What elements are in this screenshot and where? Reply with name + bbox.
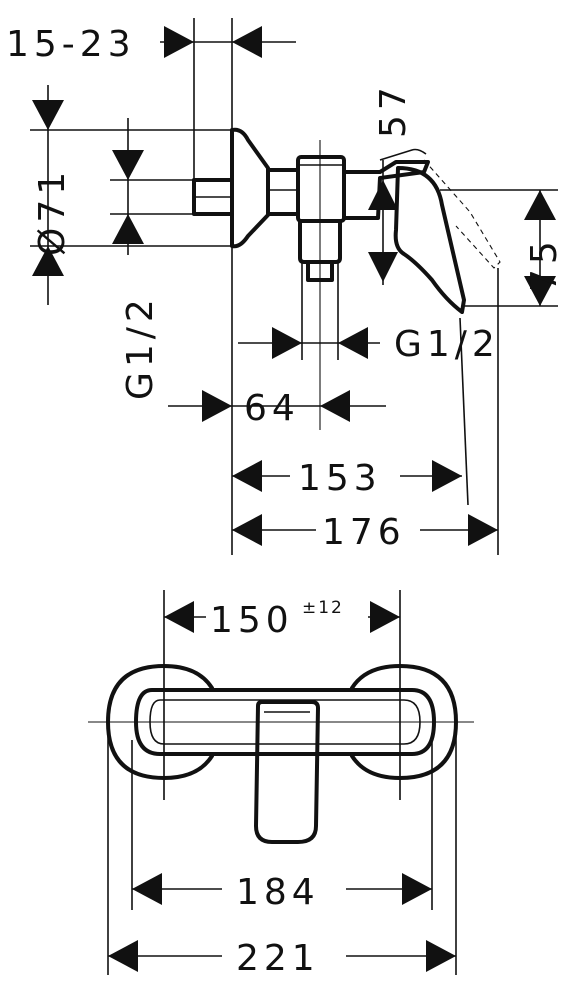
dim-label-length-153: 153 xyxy=(298,458,382,499)
dim-label-depth-64: 64 xyxy=(244,388,300,429)
side-view xyxy=(192,127,501,430)
dim-label-centers: 150 xyxy=(210,600,294,641)
dim-label-wall-depth: 15-23 xyxy=(6,24,136,65)
dim-label-diameter: Ø71 xyxy=(32,167,73,256)
dim-label-thread-right: G1/2 xyxy=(394,324,500,365)
dim-thread-right: G1/2 xyxy=(238,324,500,365)
dim-depth-64: 64 xyxy=(168,388,386,429)
dim-length-153: 153 xyxy=(232,458,462,499)
front-view xyxy=(88,650,474,844)
dim-label-centers-tolerance: ±12 xyxy=(302,598,344,618)
dim-label-width-184: 184 xyxy=(236,872,320,913)
dim-height-57: 57 xyxy=(368,82,414,285)
dim-height-75: 75 xyxy=(524,190,565,306)
dim-width-184: 184 xyxy=(132,872,432,913)
dim-label-height-57: 57 xyxy=(373,82,414,138)
extension-lines-side xyxy=(30,18,558,555)
dim-label-width-221: 221 xyxy=(236,938,320,979)
dim-length-176: 176 xyxy=(232,512,498,553)
dim-thread-left: G1/2 xyxy=(112,118,161,400)
dim-label-length-176: 176 xyxy=(322,512,406,553)
dim-label-thread-left: G1/2 xyxy=(120,294,161,400)
dim-label-height-75: 75 xyxy=(524,236,565,292)
extension-lines-front xyxy=(107,590,457,975)
dim-width-221: 221 xyxy=(108,938,456,979)
dim-wall-depth: 15-23 xyxy=(6,24,296,65)
dim-centers: 150 ±12 xyxy=(164,598,400,641)
dim-diameter: Ø71 xyxy=(32,85,73,305)
